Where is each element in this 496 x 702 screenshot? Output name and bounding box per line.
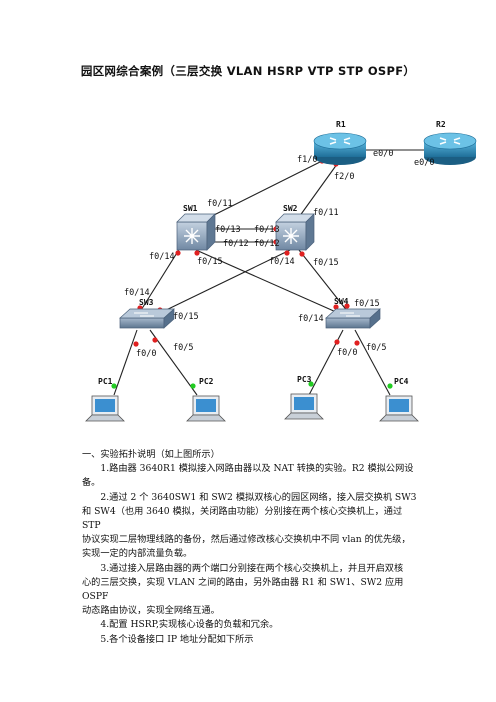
section-heading: 一、实验拓扑说明（如上图所示） (82, 449, 220, 460)
port-label: f0/13 (254, 225, 280, 235)
pc4-icon[interactable] (379, 395, 419, 422)
link-sw3-pc2 (149, 329, 198, 396)
device-label-sw1: SW1 (183, 204, 198, 213)
port-label: f0/13 (215, 225, 241, 235)
port-label: e0/0 (414, 158, 434, 168)
device-label-r2: R2 (436, 120, 446, 129)
device-label-sw4: SW4 (334, 297, 349, 306)
item-3-line-2: 心的三层交换，实现 VLAN 之间的路由，另外路由器 R1 和 SW1、SW2 … (82, 576, 404, 603)
port-label: f0/15 (173, 312, 199, 322)
port-label: f0/5 (173, 343, 193, 353)
port-label: f0/11 (313, 208, 339, 218)
device-label-sw3: SW3 (139, 298, 154, 307)
topology-diagram: R1 R2 SW1 SW2 SW3 SW4 (85, 120, 477, 422)
item-1-line-2: 备。 (82, 477, 101, 489)
access-switch-sw3-icon[interactable] (119, 308, 175, 329)
router-r2-icon[interactable] (423, 132, 477, 165)
links (113, 149, 445, 396)
link-sw3-pc1 (113, 329, 138, 396)
page-title: 园区网综合案例（三层交换 VLAN HSRP VTP STP OSPF） (80, 64, 416, 78)
port-label: f0/12 (254, 239, 280, 249)
device-label-pc2: PC2 (199, 377, 214, 386)
port-label: f0/15 (354, 299, 380, 309)
port-label: f2/0 (334, 172, 354, 182)
link-sw1-sw3 (137, 247, 181, 316)
pc-status-dots (111, 381, 393, 389)
item-5-line-1: 5.各个设备接口 IP 地址分配如下所示 (100, 633, 254, 645)
item-4-line-1: 4.配置 HSRP,实现核心设备的负载和冗余。 (100, 619, 279, 631)
access-switch-sw4-icon[interactable] (325, 308, 381, 329)
device-label-sw2: SW2 (283, 204, 298, 213)
port-label: f0/15 (197, 257, 223, 267)
port-label: f0/0 (136, 349, 156, 359)
item-2-line-1: 2.通过 2 个 3640SW1 和 SW2 模拟双核心的园区网络，接入层交换机… (100, 491, 417, 503)
port-label: f0/14 (149, 252, 175, 262)
link-sw2-sw4 (298, 249, 349, 313)
item-3-line-3: 动态路由协议，实现全网络互通。 (82, 605, 220, 617)
link-sw4-pc4 (354, 329, 391, 396)
port-label: f0/5 (366, 343, 386, 353)
item-1-line-1: 1.路由器 3640R1 模拟接入网路由器以及 NAT 转换的实验。R2 模拟公… (100, 463, 414, 475)
router-r1-icon[interactable] (313, 132, 367, 165)
port-label: f0/14 (269, 257, 295, 267)
port-label: e0/0 (373, 149, 393, 159)
link-sw1-sw4 (195, 249, 337, 313)
pc3-icon[interactable] (284, 393, 324, 420)
item-2-line-3: 协议实现二层物理线路的备份，然后通过修改核心交换机中不同 vlan 的优先级， (82, 534, 411, 546)
port-label: f0/0 (337, 348, 357, 358)
device-label-pc1: PC1 (98, 377, 113, 386)
item-2-line-2: 和 SW4（也用 3640 模拟，关闭路由功能）分别接在两个核心交换机上，通过 … (82, 505, 403, 532)
port-label: f0/14 (124, 288, 150, 298)
link-r1-sw1 (193, 157, 329, 226)
description-body: 一、实验拓扑说明（如上图所示） 1.路由器 3640R1 模拟接入网路由器以及 … (82, 448, 422, 647)
port-label: f0/11 (207, 199, 233, 209)
link-r1-sw2 (293, 159, 341, 225)
port-label: f1/0 (297, 155, 317, 165)
core-switch-sw1-icon[interactable] (176, 213, 216, 251)
pc2-icon[interactable] (186, 395, 226, 422)
port-label: f0/12 (223, 239, 249, 249)
device-label-r1: R1 (336, 120, 346, 129)
device-label-pc3: PC3 (297, 375, 312, 384)
link-sw2-sw3 (159, 249, 291, 314)
pc1-icon[interactable] (85, 395, 125, 422)
core-switch-sw2-icon[interactable] (275, 213, 315, 251)
item-2-line-4: 实现一定的内部流量负载。 (82, 548, 193, 560)
item-3-line-1: 3.通过接入层路由器的两个端口分别接在两个核心交换机上，并且开启双核 (100, 562, 404, 574)
port-label: f0/15 (313, 258, 339, 268)
device-label-pc4: PC4 (394, 377, 409, 386)
port-label: f0/14 (298, 314, 324, 324)
